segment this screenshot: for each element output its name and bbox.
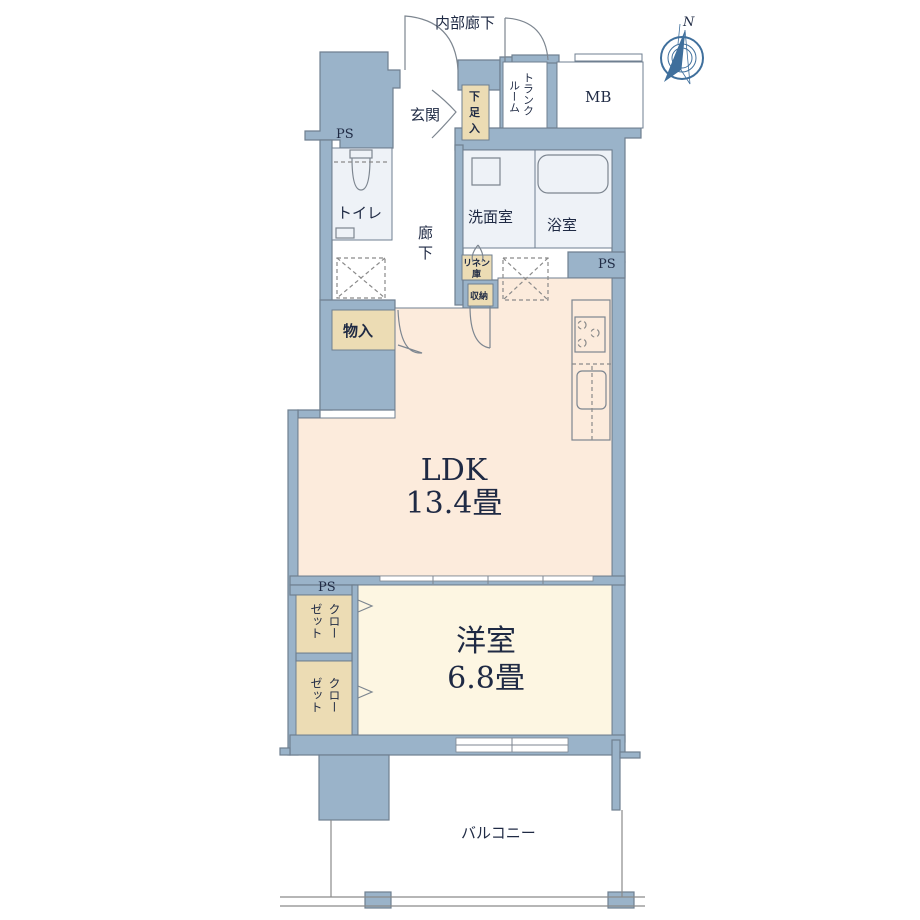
north-arrow-icon: N	[660, 15, 704, 85]
hallway-label-2: 下	[418, 244, 433, 262]
western-room-size: 6.8畳	[447, 661, 525, 696]
ldk-size: 13.4畳	[406, 486, 503, 521]
closet-1-label-2: ゼット	[309, 603, 323, 639]
trunk-room-label-1: トランク	[522, 72, 535, 116]
mb-area	[556, 61, 644, 129]
storage-area	[467, 283, 494, 307]
linen-area	[461, 254, 493, 281]
ldk-name: LDK	[421, 453, 488, 488]
bathroom-area	[534, 149, 613, 249]
mb-window	[574, 53, 643, 62]
toilet-label: トイレ	[337, 204, 382, 222]
ps-right-label: PS	[598, 257, 616, 272]
washroom-label: 洗面室	[468, 208, 513, 226]
linen-label-1: リネン	[463, 258, 490, 269]
closet-small-label: 物入	[343, 322, 373, 340]
north-label: N	[682, 15, 695, 30]
hallway-label-1: 廊	[418, 224, 433, 242]
closet-2-label-1: クロー	[327, 677, 341, 713]
washroom-area	[462, 149, 536, 249]
entrance-label: 玄関	[410, 106, 440, 124]
ps-top-label: PS	[336, 127, 354, 142]
western-room-area	[357, 584, 613, 736]
fixtures	[334, 149, 612, 441]
doors	[357, 15, 549, 699]
closet-2-label-2: ゼット	[309, 677, 323, 713]
shoe-storage-label-1: 下	[469, 90, 480, 103]
western-room-name: 洋室	[456, 624, 516, 659]
trunk-room-area	[502, 61, 548, 129]
trunk-room-label-2: ルーム	[508, 80, 521, 113]
mb-label: MB	[585, 88, 611, 106]
linen-label-2: 庫	[472, 268, 481, 280]
corridor-label: 内部廊下	[435, 14, 495, 32]
balcony-label: バルコニー	[461, 824, 536, 842]
closet-1-label-1: クロー	[327, 603, 341, 639]
closet-1-area	[295, 594, 353, 654]
bathroom-label: 浴室	[547, 216, 577, 234]
shoe-storage-label-2: 足	[469, 106, 481, 119]
closet-2-area	[295, 660, 353, 736]
windows	[379, 575, 594, 753]
storage-label: 収納	[470, 290, 488, 302]
toilet-area	[331, 147, 393, 241]
closet-small-area	[331, 309, 396, 351]
shoe-storage-label-3: 入	[469, 122, 480, 135]
ps-bottom-label: PS	[318, 580, 336, 595]
shoe-storage-area	[461, 84, 490, 141]
balcony-railing	[280, 810, 645, 907]
